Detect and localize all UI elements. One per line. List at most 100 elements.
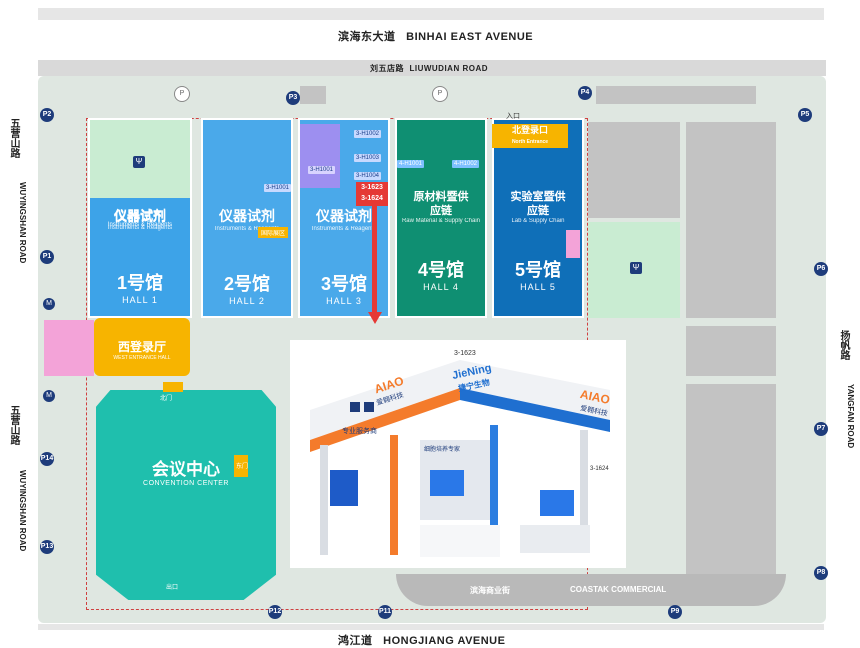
parking-p11[interactable]: P11 xyxy=(378,605,392,619)
booth-illustration xyxy=(310,360,610,557)
hall-2-subtitle: Instruments & Reagents xyxy=(214,226,280,232)
convention-center-cn: 会议中心 xyxy=(152,460,220,479)
hall-2-title: 仪器试剂 xyxy=(219,208,275,224)
hall-3-title: 仪器试剂 xyxy=(316,208,372,224)
hall-1-subtitle: Instruments & Reagents xyxy=(107,225,173,231)
parking-p8[interactable]: P8 xyxy=(814,566,828,580)
booth-arrow-shaft xyxy=(372,206,377,316)
booth-3-1623: 3-1623 xyxy=(361,184,383,191)
bottom-road-bar xyxy=(38,624,824,630)
restaurant-icon: Ψ xyxy=(133,156,145,168)
north-entrance-cn: 北登录口 xyxy=(511,125,548,135)
metro-icon-south[interactable]: M xyxy=(43,390,55,402)
hall-5-number: 5号馆 xyxy=(514,260,561,280)
convention-center-en: CONVENTION CENTER xyxy=(143,480,229,487)
gray-block-east-4 xyxy=(686,384,776,574)
booth-service-label2: 细胞培养专家 xyxy=(424,447,461,453)
north-entrance[interactable]: 北登录口 North Entrance xyxy=(492,124,568,148)
hall-4-subtitle: Raw Material & Supply Chain xyxy=(401,218,481,224)
left-road-cn-bottom: 五营山路 xyxy=(8,405,19,445)
parking-circle-2[interactable]: P xyxy=(432,86,448,102)
restaurant-icon-east: Ψ xyxy=(630,262,642,274)
booth-arrow-head xyxy=(368,312,382,324)
north-door-label: 北门 xyxy=(160,396,173,402)
booth-service-label: 专业服务商 xyxy=(342,428,377,435)
top-road-label: 滨海东大道 BINHAI EAST AVENUE xyxy=(338,31,534,43)
hall-4-title: 原材料暨供应链 xyxy=(413,191,469,217)
east-door-label: 东门 xyxy=(236,464,249,470)
inner-road xyxy=(38,60,826,76)
east-door[interactable] xyxy=(234,455,248,477)
hall-5[interactable]: 实验室暨供应链 Lab & Supply Chain 5号馆 HALL 5 xyxy=(492,118,584,318)
top-road-bar xyxy=(38,8,824,20)
booth-photo-number2: 3-1624 xyxy=(590,466,609,472)
left-road-cn-top: 五营山路 xyxy=(8,118,19,158)
parking-p6[interactable]: P6 xyxy=(814,262,828,276)
hall-5-hall: HALL 5 xyxy=(520,282,556,292)
hall-2-intl-tag[interactable]: 国际展区 xyxy=(258,227,289,238)
hall-1-hall: HALL 1 xyxy=(122,295,158,305)
left-road-en-bottom: WUYINGSHAN ROAD xyxy=(18,470,27,552)
hall-5-title: 实验室暨供应链 xyxy=(510,191,566,217)
hall-1-title-overlay: 仪器试剂 xyxy=(113,208,166,223)
convention-center-label: 会议中心 CONVENTION CENTER xyxy=(96,455,276,487)
parking-circle-1[interactable]: P xyxy=(174,86,190,102)
highlight-booth[interactable]: 3-1623 3-1624 xyxy=(356,182,388,206)
convention-center[interactable] xyxy=(96,390,276,600)
parking-p9[interactable]: P9 xyxy=(668,605,682,619)
booth-3-1624: 3-1624 xyxy=(361,195,383,202)
parking-p1[interactable]: P1 xyxy=(40,250,54,264)
parking-p4[interactable]: P4 xyxy=(578,86,592,100)
hall-3-number: 3号馆 xyxy=(320,274,367,294)
west-entrance-hall[interactable]: 西登录厅 WEST ENTRANCE HALL xyxy=(94,318,190,376)
hall-2-number: 2号馆 xyxy=(223,274,270,294)
gray-block-east-3 xyxy=(686,326,776,376)
hall-2-hall: HALL 2 xyxy=(229,296,265,306)
booth-photo[interactable]: AIAO 爱翱科技 JieNing 捷宁生物 AIAO 爱翱科技 3-1623 … xyxy=(290,340,626,568)
inner-road-label: 刘五店路 LIUWUDIAN ROAD xyxy=(370,64,488,73)
p4-lot xyxy=(596,86,756,104)
hall-5-subtitle: Lab & Supply Chain xyxy=(511,218,565,224)
commercial-en: COASTAK COMMERCIAL xyxy=(570,585,667,594)
parking-p7[interactable]: P7 xyxy=(814,422,828,436)
bottom-road-label: 鸿江道 HONGJIANG AVENUE xyxy=(338,635,506,647)
entrance-label: 入口 xyxy=(506,113,520,120)
commercial-cn: 滨海商业街 xyxy=(470,586,510,595)
hall-3-booth-h1001[interactable]: 3-H1001 xyxy=(308,166,336,174)
hall-4-booth-h1001[interactable]: 4-H1001 xyxy=(397,160,425,168)
right-road-cn: 扬帆路 xyxy=(838,330,849,360)
gray-block-east-2 xyxy=(686,122,776,318)
hall-4-hall: HALL 4 xyxy=(423,282,459,292)
hall-5-pink-zone xyxy=(566,230,580,258)
parking-p2[interactable]: P2 xyxy=(40,108,54,122)
convention-exit-label: 出口 xyxy=(166,585,179,591)
hall-3-booth-h1002[interactable]: 3-H1002 xyxy=(354,130,382,138)
hall-4[interactable]: 原材料暨供应链 Raw Material & Supply Chain 4号馆 … xyxy=(395,118,487,318)
parking-p5[interactable]: P5 xyxy=(798,108,812,122)
booth-photo-number: 3-1623 xyxy=(454,350,476,357)
p3-lot xyxy=(300,86,326,104)
north-entrance-en: North Entrance xyxy=(511,139,549,145)
north-door[interactable] xyxy=(163,382,183,392)
hall-3-booth-h1004[interactable]: 3-H1004 xyxy=(354,172,382,180)
west-entrance-en: WEST ENTRANCE HALL xyxy=(113,355,171,361)
metro-icon-north[interactable]: M xyxy=(43,298,55,310)
parking-p13[interactable]: P13 xyxy=(40,540,54,554)
hall-2[interactable]: 仪器试剂 Instruments & Reagents 2号馆 HALL 2 xyxy=(201,118,293,318)
left-road-en-top: WUYINGSHAN ROAD xyxy=(18,182,27,264)
west-pink-zone xyxy=(44,320,94,376)
hall-2-booth-tag[interactable]: 3-H1001 xyxy=(264,184,292,192)
commercial-street xyxy=(396,574,786,606)
parking-p3[interactable]: P3 xyxy=(286,91,300,105)
right-road-en: YANGFAN ROAD xyxy=(846,384,855,449)
gray-block-east-1 xyxy=(588,122,680,218)
hall-3-hall: HALL 3 xyxy=(326,296,362,306)
hall-3-booth-h1003[interactable]: 3-H1003 xyxy=(354,154,382,162)
hall-1-sub-overlay: Instruments & Reagents xyxy=(107,222,173,228)
parking-p14[interactable]: P14 xyxy=(40,452,54,466)
hall-3-booth-zone xyxy=(300,124,340,188)
hall-1-title: 仪器试剂 xyxy=(113,209,166,224)
parking-p12[interactable]: P12 xyxy=(268,605,282,619)
hall-4-booth-h1002[interactable]: 4-H1002 xyxy=(452,160,480,168)
hall-4-number: 4号馆 xyxy=(417,260,464,280)
